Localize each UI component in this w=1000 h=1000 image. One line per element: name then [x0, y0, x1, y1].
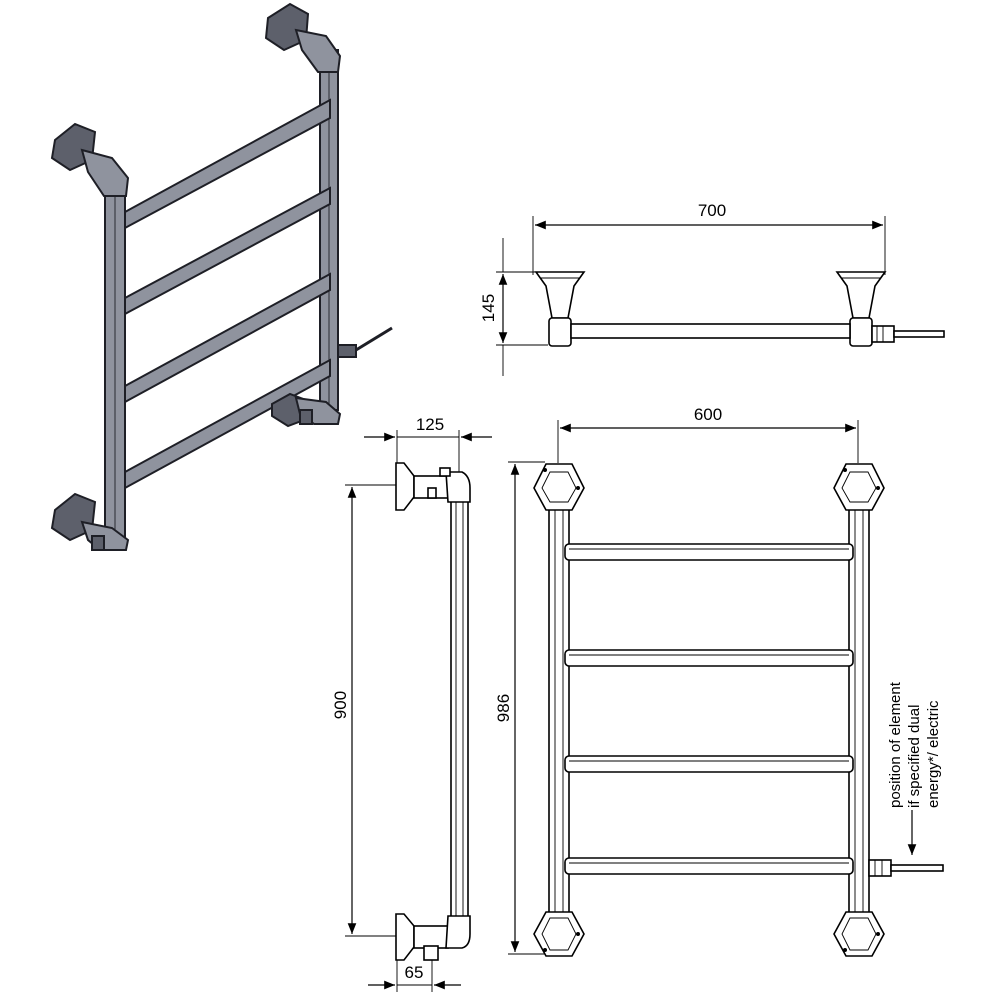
front-bracket-top-left	[533, 463, 585, 511]
top-bracket-left	[534, 271, 586, 347]
iso-bracket-bottom-right	[271, 392, 342, 428]
isometric-view	[50, 2, 393, 551]
front-bracket-bottom-left	[533, 911, 585, 957]
top-heating-element	[871, 325, 945, 343]
front-right-rail	[848, 499, 870, 921]
dim-side-depth: 125	[416, 415, 444, 434]
note-line-1: position of element	[887, 681, 904, 808]
iso-heating-element	[337, 326, 393, 358]
front-bar-2	[564, 649, 854, 667]
iso-bracket-bottom-left	[50, 492, 130, 551]
front-bars	[564, 543, 854, 875]
dim-front-height: 986	[494, 694, 513, 722]
top-bracket-right	[835, 271, 887, 347]
front-bracket-bottom-right	[833, 911, 885, 957]
top-view: 700 145	[479, 201, 945, 376]
front-bar-3	[564, 755, 854, 773]
note-line-2: if specified dual	[906, 705, 923, 808]
dim-side-height: 900	[331, 691, 350, 719]
dim-front-width: 600	[694, 405, 722, 424]
iso-bar-2	[124, 186, 331, 316]
front-view: 600 986	[494, 405, 944, 957]
front-left-rail	[548, 499, 570, 921]
dim-side-bottom: 65	[405, 963, 424, 982]
side-bracket-bottom	[395, 913, 471, 961]
element-position-note: position of element if specified dual en…	[887, 681, 942, 808]
iso-bar-1	[124, 98, 331, 230]
side-bracket-top	[395, 462, 471, 511]
iso-bar-4	[124, 358, 331, 490]
dim-top-height: 145	[479, 294, 498, 322]
iso-bracket-top-left	[50, 122, 130, 197]
front-bracket-top-right	[833, 463, 885, 511]
top-bar	[570, 323, 851, 339]
iso-bar-3	[124, 272, 331, 404]
dim-top-width: 700	[698, 201, 726, 220]
front-bar-4	[564, 857, 854, 875]
iso-bracket-top-right	[264, 2, 342, 73]
side-view: 125 900 65	[331, 415, 492, 992]
front-heating-element	[868, 859, 944, 877]
front-bar-1	[564, 543, 854, 561]
side-tube	[450, 497, 469, 919]
note-line-3: energy*/ electric	[925, 700, 942, 808]
